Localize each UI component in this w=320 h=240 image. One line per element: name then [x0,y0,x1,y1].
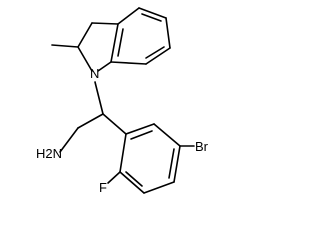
bond-c3-c3a [91,22,119,25]
bond-c4-c3 [143,181,175,194]
bond-c2-methyl [51,44,79,48]
atom-amine-label: H2N [36,146,62,161]
bond-c5-c6 [165,17,171,49]
bond-c5-c4-inner [168,148,175,179]
bond-c2-c3 [77,22,93,48]
bond-c1-c6 [125,123,155,135]
molecule-structure-diagram: N H2N F Br [36,7,209,195]
bond-c6-c7 [145,47,171,65]
bond-c7-c7a [110,61,147,65]
bromofluorophenyl-ring [102,113,181,194]
indoline-benzene-ring [110,7,171,65]
bond-c6-c5 [153,123,181,147]
bond-c3-c2 [119,171,145,194]
indoline-ring [77,22,119,72]
atom-fluorine-label: F [99,180,107,195]
bond-c3a-c4 [117,7,140,25]
bond-n-c2 [77,46,93,72]
bond-ch-ch2 [77,113,104,129]
bond-ch-c1 [102,113,127,135]
atom-nitrogen-label: N [90,66,99,81]
bond-c3a-c7a [110,23,119,63]
bond-c2-f [107,171,121,184]
bond-c6-c7-inner [145,46,165,59]
bond-c4-c5-inner [141,13,162,22]
bond-ch2-n [59,127,79,153]
bond-c3-c2-inner [125,171,143,187]
bond-c4-c5 [138,7,167,19]
bond-c3a-c7a-inner [117,28,124,57]
bond-c2-c1 [119,133,127,173]
bond-c1-c6-inner [130,130,153,140]
bond-n-ch [94,81,104,115]
bond-c7a-n [97,61,112,72]
bond-c5-c4 [173,145,181,183]
atom-bromine-label: Br [195,139,209,154]
